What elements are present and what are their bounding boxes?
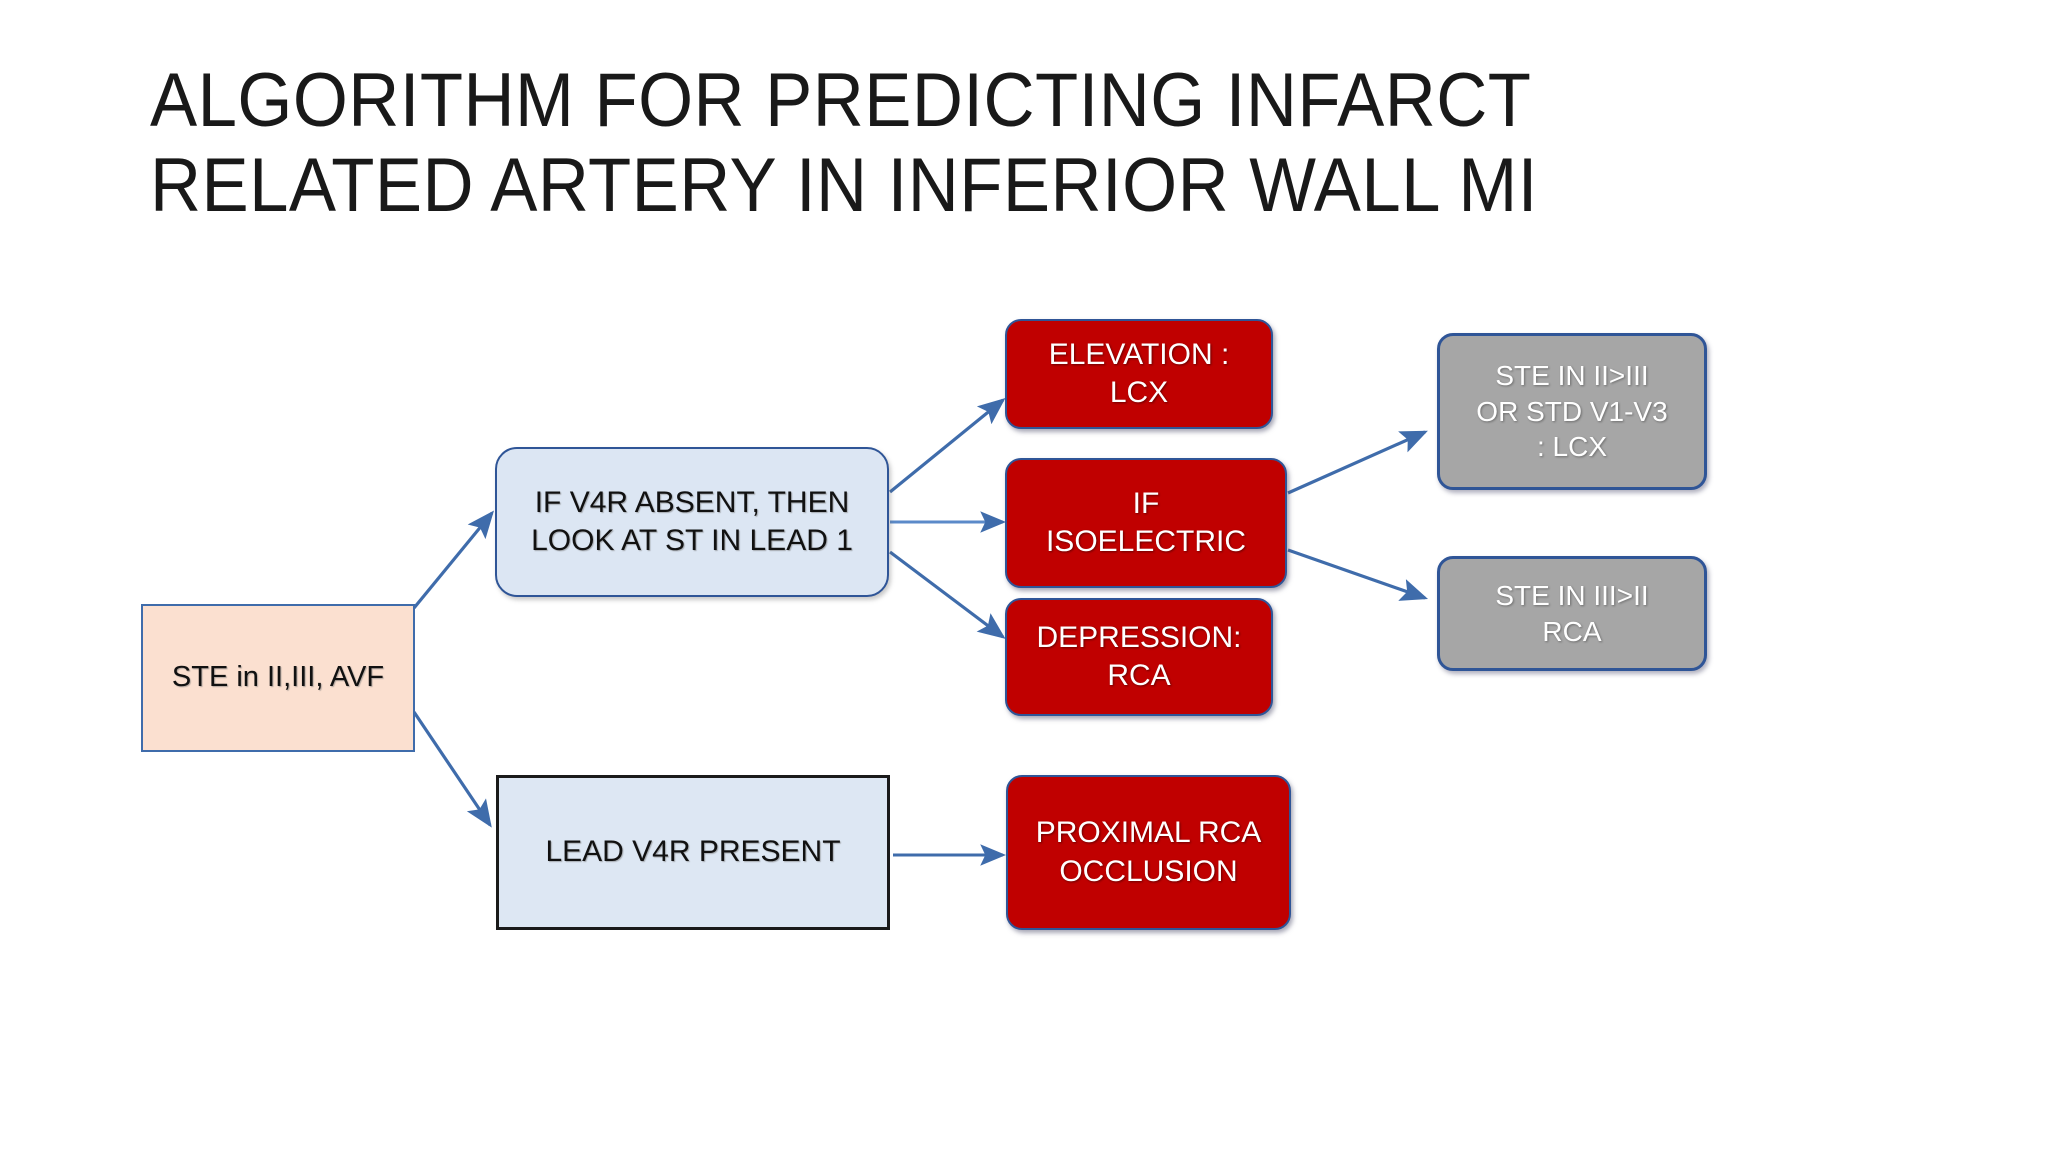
node-proximal-rca-occlusion[interactable]: PROXIMAL RCA OCCLUSION xyxy=(1006,775,1291,930)
connector-isoelectric-to-ste-iii xyxy=(1287,548,1429,601)
connector-start-to-v4r-absent xyxy=(412,510,495,610)
node-elevation-lcx[interactable]: ELEVATION : LCX xyxy=(1005,319,1273,429)
node-if-v4r-absent[interactable]: IF V4R ABSENT, THEN LOOK AT ST IN LEAD 1 xyxy=(495,447,889,597)
node-ste-in-ii-greater-iii-lcx[interactable]: STE IN II>III OR STD V1-V3 : LCX xyxy=(1437,333,1707,490)
connector-start-to-v4r-present xyxy=(412,711,492,828)
page-title: ALGORITHM FOR PREDICTING INFARCT RELATED… xyxy=(150,58,1538,229)
node-if-isoelectric[interactable]: IF ISOELECTRIC xyxy=(1005,458,1287,588)
connector-v4r-absent-to-elevation xyxy=(888,397,1006,494)
node-ste-in-iii-greater-ii-rca[interactable]: STE IN III>II RCA xyxy=(1437,556,1707,671)
connector-v4r-absent-to-depression xyxy=(889,550,1006,639)
node-depression-rca[interactable]: DEPRESSION: RCA xyxy=(1005,598,1273,716)
node-start-ste-ii-iii-avf[interactable]: STE in II,III, AVF xyxy=(141,604,415,752)
node-lead-v4r-present[interactable]: LEAD V4R PRESENT xyxy=(496,775,890,930)
connector-isoelectric-to-ste-ii xyxy=(1287,430,1428,495)
